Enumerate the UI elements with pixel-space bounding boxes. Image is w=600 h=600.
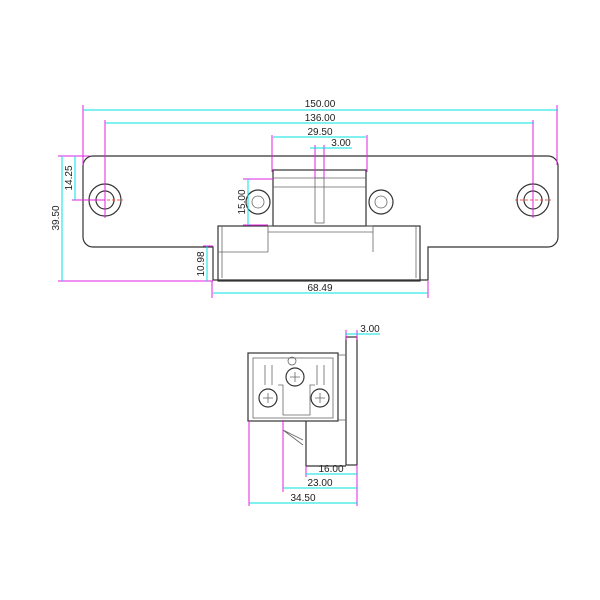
dim-body-width: 68.49 <box>307 283 332 294</box>
screw-icon <box>258 388 278 408</box>
dim-hole-height: 14.25 <box>64 165 75 190</box>
screw-icon <box>285 367 305 387</box>
keeper-slot <box>314 177 325 224</box>
dim-body-projection: 10.98 <box>196 251 207 276</box>
screw-icon <box>368 189 394 215</box>
dim-step-depth: 23.00 <box>307 478 332 489</box>
side-body <box>247 352 339 422</box>
screw-icon <box>310 388 330 408</box>
dim-plate-thickness: 3.00 <box>360 324 380 335</box>
dim-hole-spacing: 136.00 <box>305 113 336 124</box>
dim-keeper-height: 15.00 <box>237 189 248 214</box>
top-view: 150.00 136.00 29.50 3.00 14.25 39.50 15.… <box>51 99 559 298</box>
dim-keeper-width: 29.50 <box>307 127 332 138</box>
dim-overall-depth: 34.50 <box>290 493 315 504</box>
screw-icon <box>245 189 271 215</box>
dim-lip-depth: 16.00 <box>318 464 343 475</box>
side-plate <box>345 336 358 466</box>
faceplate-outline <box>82 155 559 281</box>
strike-body <box>217 225 421 282</box>
dim-overall-length: 150.00 <box>305 99 336 110</box>
side-view: 3.00 16.00 23.00 34.50 <box>247 324 380 506</box>
dim-slot-width: 3.00 <box>331 138 351 149</box>
dim-overall-height: 39.50 <box>51 205 62 230</box>
